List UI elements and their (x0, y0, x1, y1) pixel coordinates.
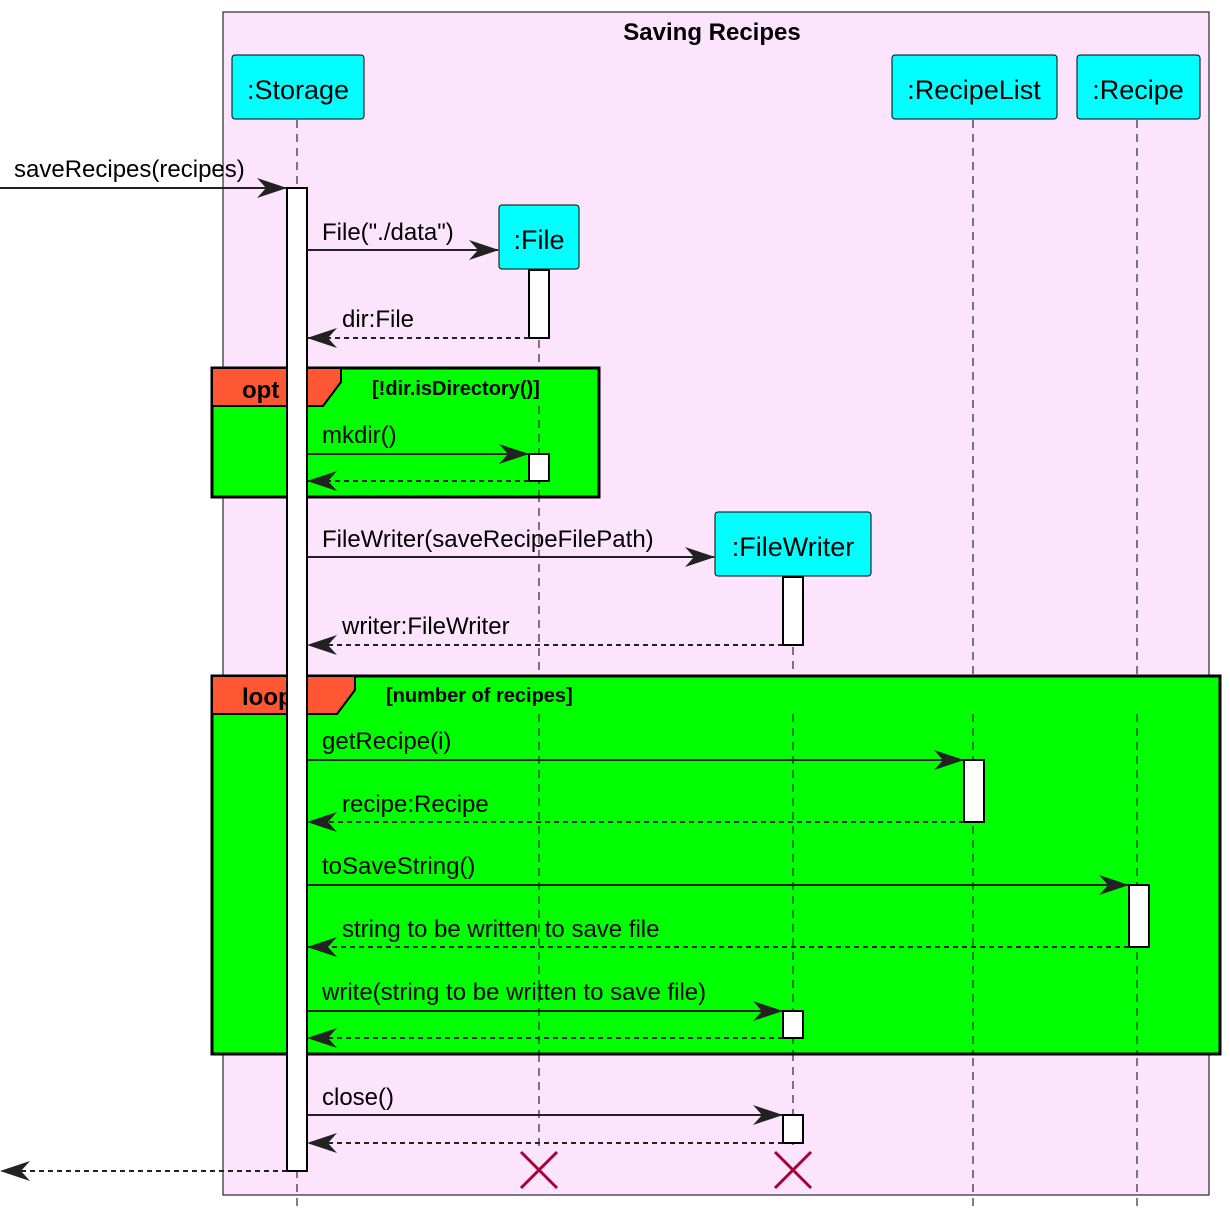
participant-file-label: :File (513, 225, 564, 255)
destroy-filewriter-icon (773, 1150, 813, 1190)
destroy-file-icon (519, 1150, 559, 1190)
msg-create-writer-label: FileWriter(saveRecipeFilePath) (322, 526, 654, 553)
messages (0, 178, 1129, 1181)
activation-filewriter-1 (782, 576, 804, 646)
participant-recipe: :Recipe (1076, 54, 1201, 120)
opt-frame-guard: [!dir.isDirectory()] (372, 378, 540, 400)
participant-filewriter-label: :FileWriter (732, 532, 855, 562)
msg-mkdir-label: mkdir() (322, 422, 397, 449)
activations (286, 187, 1150, 1172)
msg-return-writer-label: writer:FileWriter (341, 613, 510, 640)
msg-get-recipe-label: getRecipe(i) (322, 728, 451, 755)
activation-filewriter-3 (782, 1114, 804, 1144)
activation-recipelist (963, 759, 985, 823)
participant-filewriter: :FileWriter (714, 511, 872, 577)
participant-storage: :Storage (231, 54, 365, 120)
participant-storage-label: :Storage (247, 75, 349, 105)
participant-recipelist: :RecipeList (891, 54, 1058, 120)
loop-frame-guard: [number of recipes] (386, 685, 573, 707)
diagram-title: Saving Recipes (623, 19, 800, 46)
participant-recipelist-label: :RecipeList (907, 75, 1041, 105)
msg-to-save-string-label: toSaveString() (322, 853, 475, 880)
msg-write-label: write(string to be written to save file) (321, 979, 706, 1006)
opt-frame-keyword: opt (242, 377, 279, 404)
msg-close-label: close() (322, 1084, 394, 1111)
msg-return-dir-label: dir:File (342, 306, 414, 333)
participant-file: :File (498, 204, 580, 270)
msg-return-recipe-label: recipe:Recipe (342, 791, 489, 818)
activation-filewriter-2 (782, 1010, 804, 1039)
msg-return-string-label: string to be written to save file (342, 916, 659, 943)
msg-create-file-label: File("./data") (322, 219, 454, 246)
msg-save-recipes-label: saveRecipes(recipes) (14, 156, 245, 183)
loop-frame: loop [number of recipes] (210, 674, 1222, 1056)
activation-storage (286, 187, 308, 1172)
activation-recipe (1128, 884, 1150, 948)
participant-recipe-label: :Recipe (1092, 75, 1184, 105)
loop-frame-keyword: loop (242, 684, 293, 711)
activation-file-2 (528, 453, 550, 482)
activation-file-1 (528, 269, 550, 339)
